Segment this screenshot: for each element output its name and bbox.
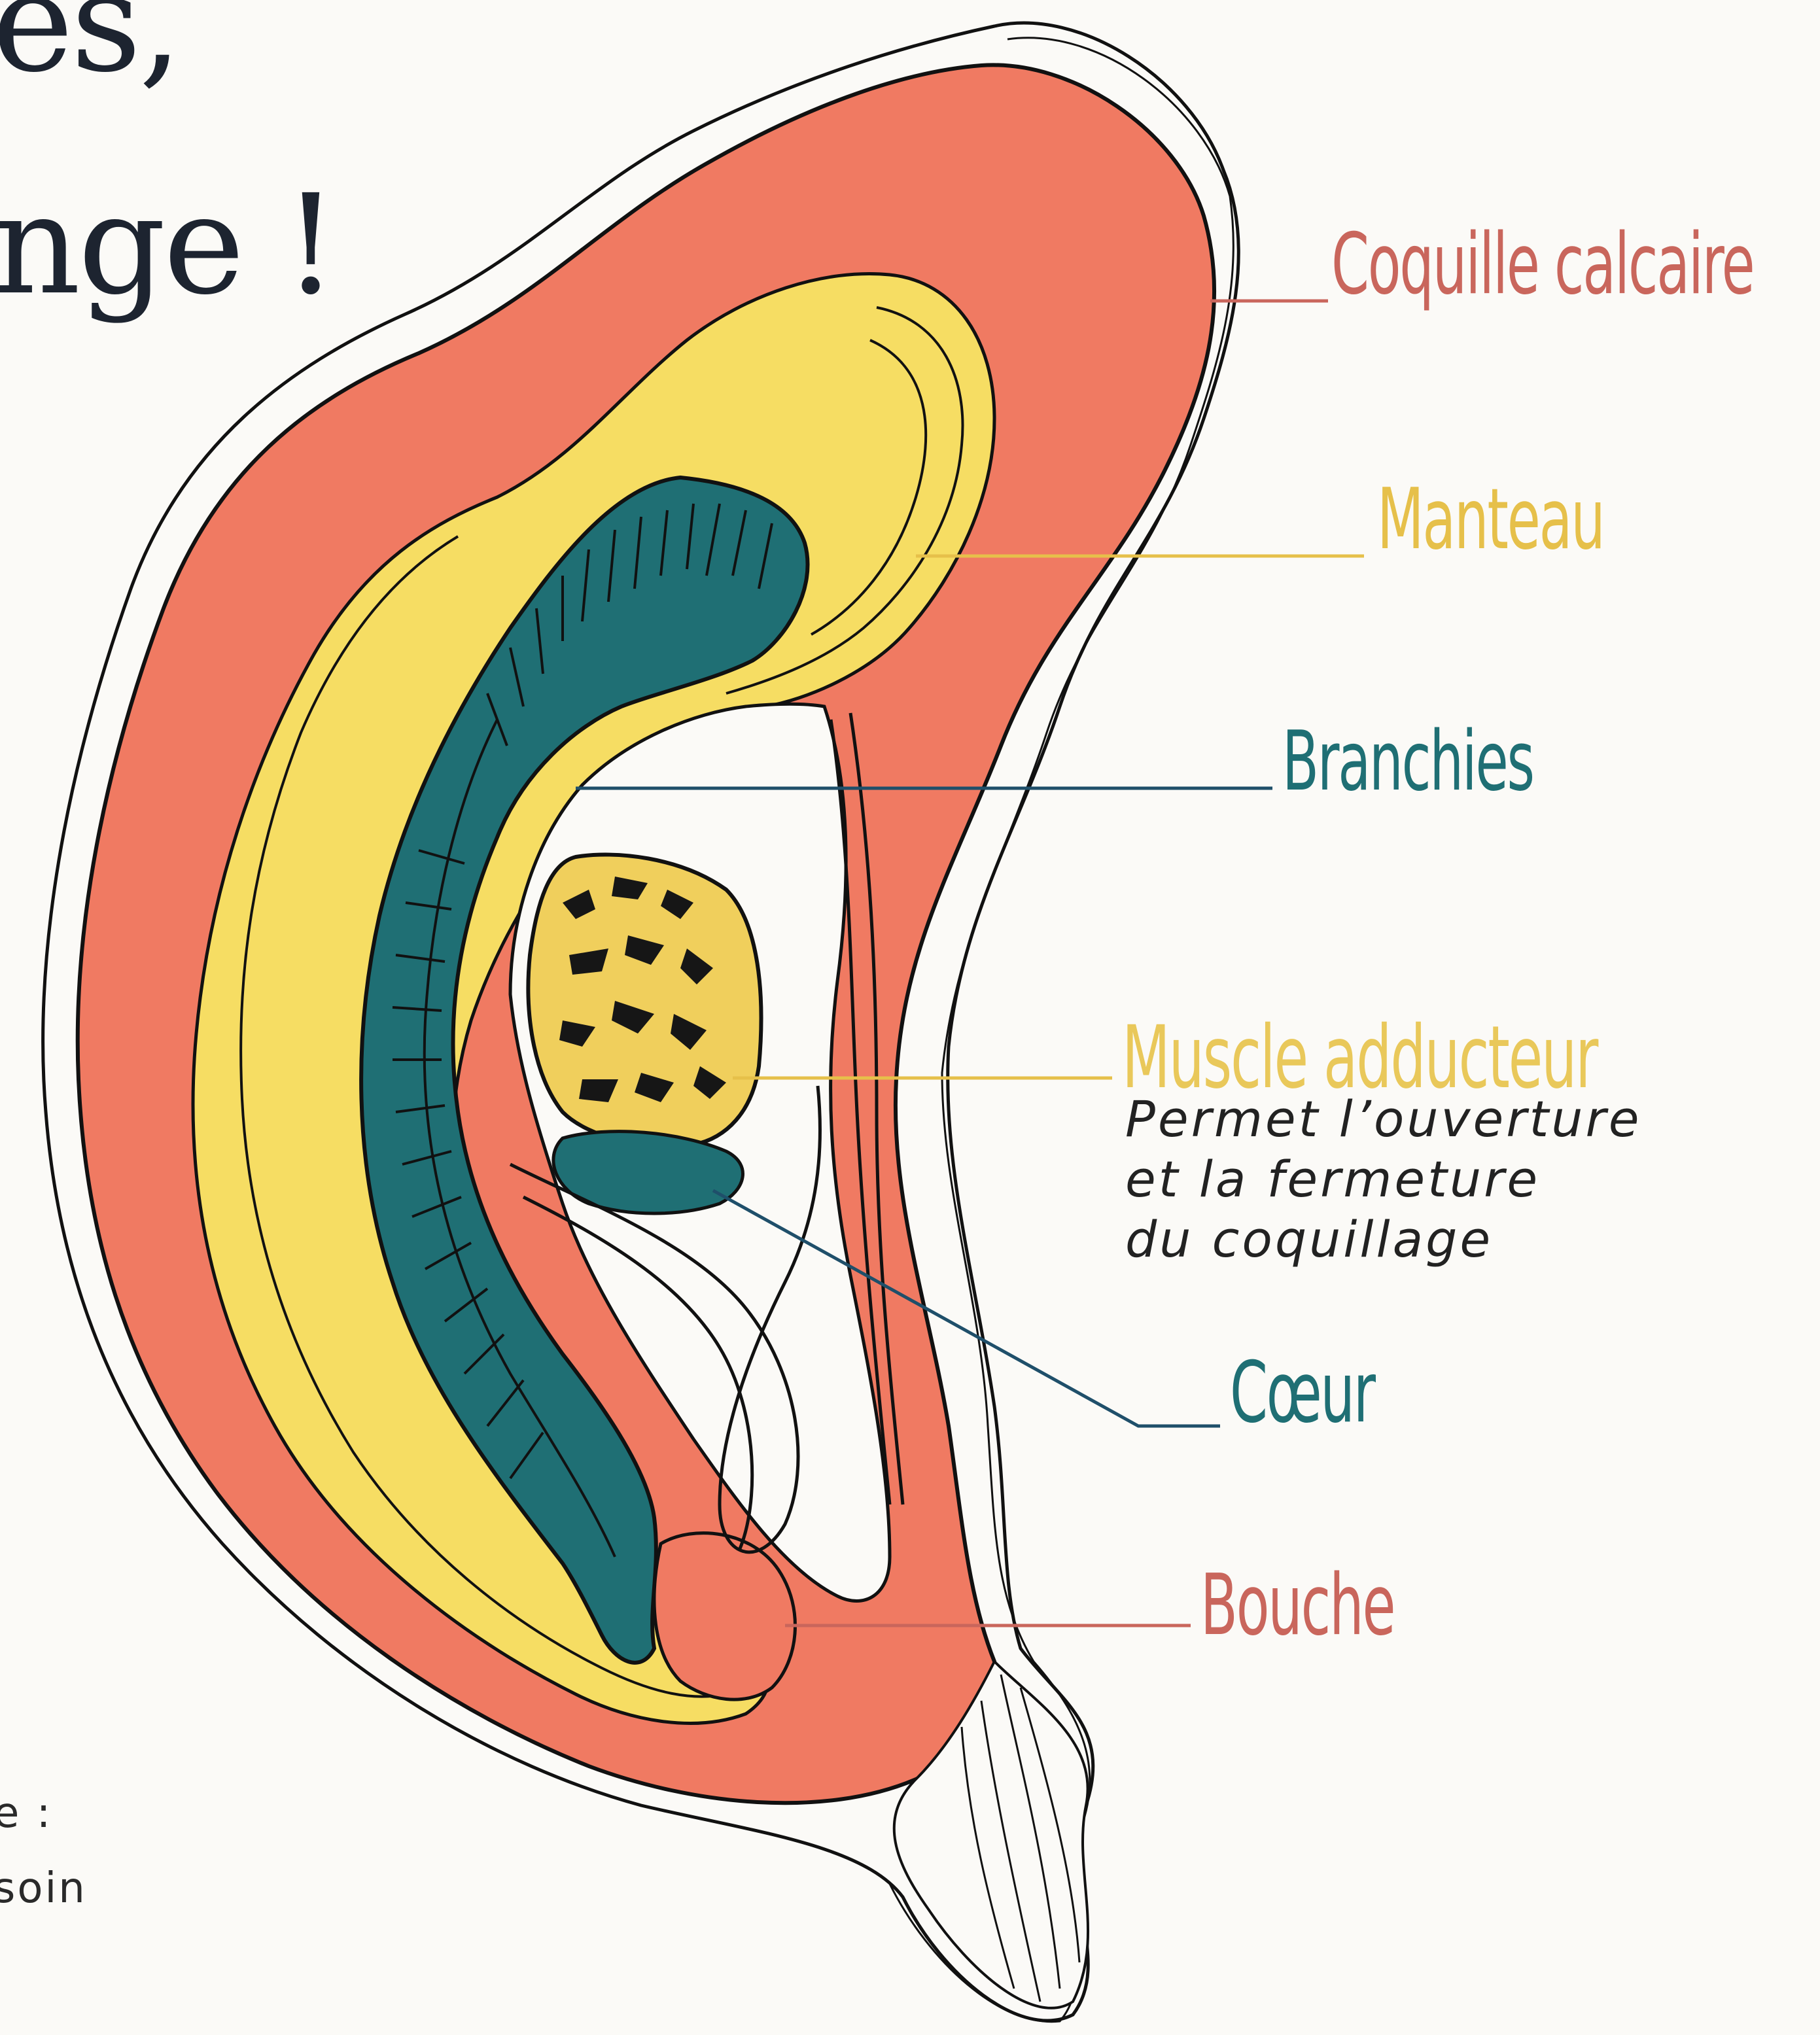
label-manteau: Manteau [1377,471,1604,568]
label-branchies: Branchies [1282,713,1533,809]
label-bouche: Bouche [1200,1557,1394,1654]
muscle-description-line: du coquillage [1125,1209,1641,1270]
label-coeur: Cœur [1230,1344,1374,1442]
muscle-description: Permet l’ouverture et la fermeture du co… [1125,1089,1641,1270]
muscle-description-line: Permet l’ouverture [1125,1089,1641,1149]
label-coquille-calcaire: Coquille calcaire [1331,216,1754,313]
side-text-fragment-1: e : [0,1789,52,1837]
adductor-muscle [528,855,761,1147]
muscle-description-line: et la fermeture [1125,1149,1641,1209]
side-text-fragment-2: soin [0,1864,87,1913]
